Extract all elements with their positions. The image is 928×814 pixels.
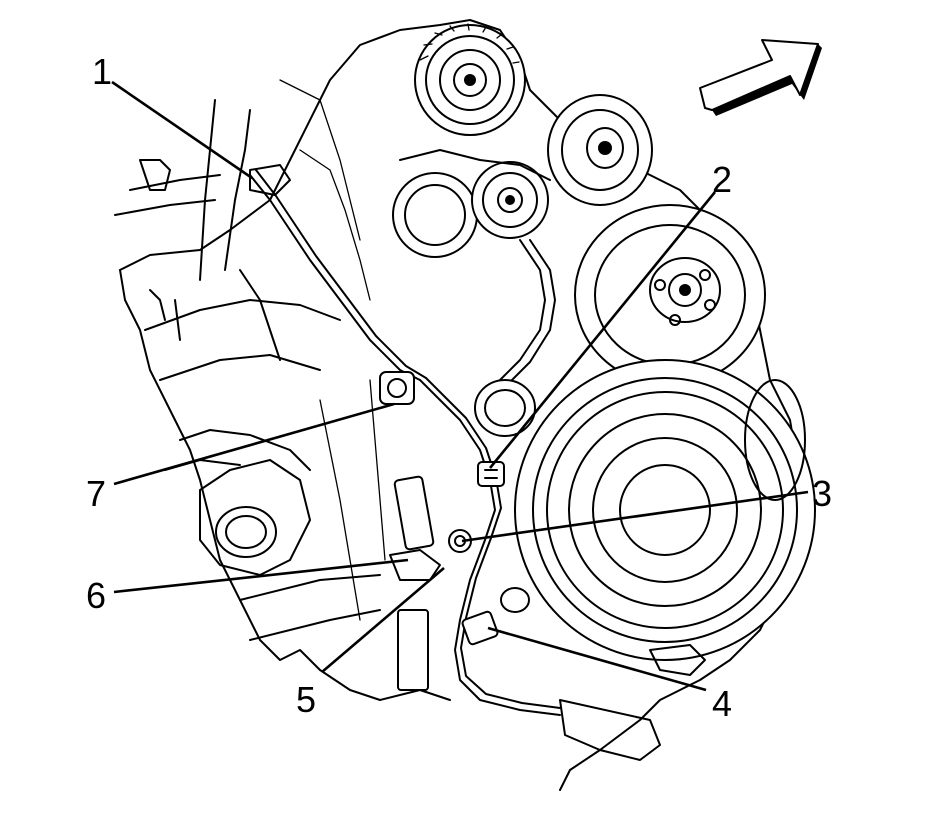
- callout-5: 5: [296, 679, 316, 720]
- bracket-5-6: [389, 475, 441, 581]
- connector-2: [477, 461, 505, 487]
- water-pump-pulley: [574, 204, 766, 386]
- engine-block: [114, 19, 801, 791]
- connector-4: [461, 587, 530, 646]
- front-direction-arrow-icon: [699, 39, 822, 116]
- leader-lines: [111, 80, 809, 692]
- belt-tensioner-pulley: [392, 149, 551, 258]
- callout-4: 4: [712, 683, 732, 724]
- leader-6: [113, 558, 409, 594]
- leader-3: [461, 490, 809, 543]
- crankshaft-balancer: [514, 359, 816, 661]
- callout-7: 7: [86, 473, 106, 514]
- lower-bracket: [397, 609, 706, 761]
- callout-1: 1: [92, 51, 112, 92]
- leader-5: [321, 567, 445, 673]
- callout-3: 3: [812, 473, 832, 514]
- callout-6: 6: [86, 575, 106, 616]
- leader-2: [488, 191, 717, 469]
- wiring-harness: [249, 169, 561, 716]
- leader-4: [487, 626, 707, 692]
- leader-1: [111, 80, 253, 180]
- leader-7: [113, 402, 395, 486]
- thermostat-housing: [199, 459, 311, 576]
- callouts: 1 2 3 4 5 6 7: [86, 51, 832, 724]
- idler-bolt: [474, 379, 536, 437]
- idler-pulley-right: [547, 94, 653, 206]
- callout-2: 2: [712, 159, 732, 200]
- crankshaft-position-sensor: [379, 371, 415, 405]
- upper-gear-pulley: [414, 23, 526, 136]
